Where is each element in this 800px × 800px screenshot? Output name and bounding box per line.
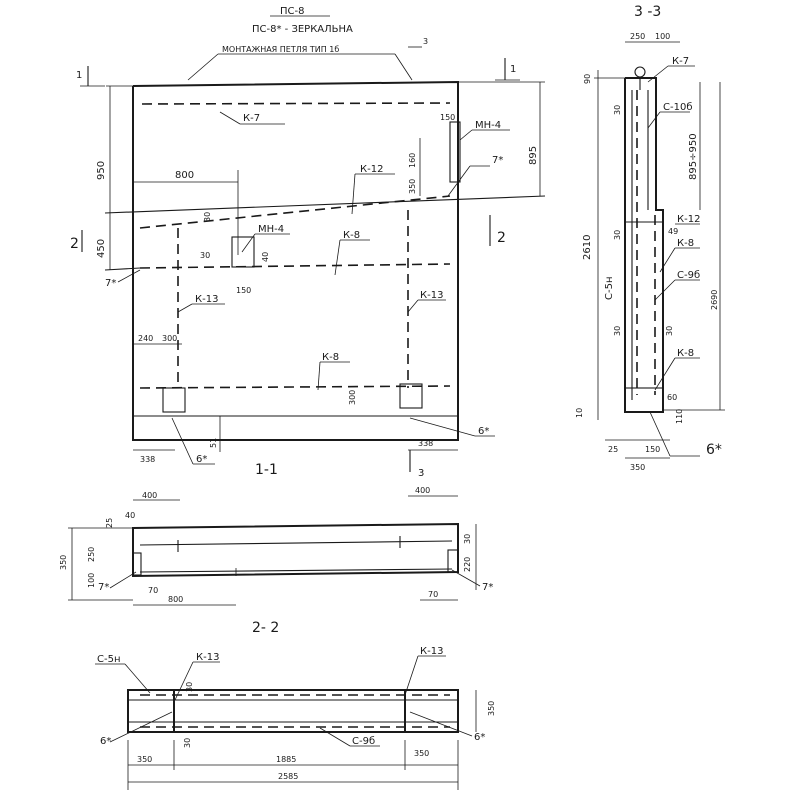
elev-label-six-right: 6* <box>478 426 489 437</box>
s22-label-sev-right: 7* <box>482 582 493 593</box>
plan-label-k13-right: К-13 <box>420 646 443 657</box>
title-mirror: ПС-8* - ЗЕРКАЛЬНА <box>252 24 353 35</box>
s33-label-six: 6* <box>706 442 722 458</box>
s33-label-c10b: С-10б <box>663 102 692 113</box>
plan-dim-350b: 350 <box>414 749 429 758</box>
plan-label-k13-left: К-13 <box>196 652 219 663</box>
elev-dim-40: 40 <box>261 252 270 262</box>
s22-dim-220: 220 <box>463 557 472 572</box>
elev-dim-300b: 300 <box>348 390 357 405</box>
s33-label-k12: К-12 <box>677 214 700 225</box>
elev-dim-51: 51 <box>209 438 218 448</box>
s33-dim-30c: 30 <box>613 326 622 336</box>
elev-label-mn4-left: МН-4 <box>258 224 284 235</box>
cut-2-right: 2 <box>497 230 506 246</box>
s22-label-sev-left: 7* <box>98 582 109 593</box>
s22-dim-25: 25 <box>105 518 114 528</box>
plan-label-c5n: С-5н <box>97 654 121 665</box>
plan-dim-1885: 1885 <box>276 755 296 764</box>
elev-label-k7: К-7 <box>243 113 260 124</box>
section-1-1-title: 1-1 <box>255 462 278 478</box>
cut-3-bottom: 3 <box>418 468 424 479</box>
plan-label-six-left: 6* <box>100 736 111 747</box>
s33-dim-30d: 30 <box>665 326 674 336</box>
s33-dim-895-950: 895÷950 <box>688 133 699 180</box>
elev-dim-30b: 30 <box>200 251 210 260</box>
elev-dim-895: 895 <box>528 146 539 165</box>
plan-dim-2585: 2585 <box>278 772 298 781</box>
title-main: ПС-8 <box>280 6 304 17</box>
cut-1-left: 1 <box>76 70 82 81</box>
elev-label-six-left: 6* <box>196 454 207 465</box>
s22-dim-350: 350 <box>59 555 68 570</box>
elevation-view: К-7 МН-4 7* К-12 МН-4 К-8 7* К-13 К-13 К… <box>96 80 546 465</box>
s22-dim-250: 250 <box>87 547 96 562</box>
elev-dim-150: 150 <box>440 113 455 122</box>
cut-2-left: 2 <box>70 236 79 252</box>
elev-dim-160: 160 <box>408 153 417 168</box>
cut-1-right: 1 <box>510 64 516 75</box>
s22-dim-400a: 400 <box>142 491 157 500</box>
s33-dim-49: 49 <box>668 227 678 236</box>
s33-dim-350: 350 <box>630 463 645 472</box>
s33-dim-150: 150 <box>645 445 660 454</box>
s22-dim-70b: 70 <box>428 590 438 599</box>
elev-dim-338b: 338 <box>418 439 433 448</box>
plan-dim-350v: 350 <box>487 701 496 716</box>
plan-dim-30: 30 <box>185 682 194 692</box>
section-2-2-title: 2- 2 <box>252 620 279 636</box>
elev-label-mn4-right: МН-4 <box>475 120 501 131</box>
elev-dim-240: 240 <box>138 334 153 343</box>
s33-dim-30a: 30 <box>613 105 622 115</box>
elev-dim-350: 350 <box>408 179 417 194</box>
elev-label-k13-right: К-13 <box>420 290 443 301</box>
elev-dim-30a: 30 <box>203 212 212 222</box>
s33-dim-110: 110 <box>675 409 684 424</box>
plan-label-six-right: 6* <box>474 732 485 743</box>
section-2-2: 400 400 25 40 350 250 100 30 220 70 800 … <box>59 486 493 636</box>
s33-label-k8-top: К-8 <box>677 238 694 249</box>
elev-dim-150b: 150 <box>236 286 251 295</box>
elev-label-k8-upper: К-8 <box>343 230 360 241</box>
s22-dim-70a: 70 <box>148 586 158 595</box>
plan-dim-30v: 30 <box>183 738 192 748</box>
title-loop-section: 3 <box>423 37 428 46</box>
s33-dim-2610: 2610 <box>582 235 593 260</box>
elev-label-sev-right: 7* <box>492 155 503 166</box>
plan-view: С-5н К-13 К-13 С-9б 6* 6* 30 30 350 1885… <box>95 646 496 790</box>
s33-dim-10: 10 <box>575 408 584 418</box>
s33-dim-250: 250 <box>630 32 645 41</box>
s33-label-k8-bot: К-8 <box>677 348 694 359</box>
s22-dim-400b: 400 <box>415 486 430 495</box>
s33-dim-30b: 30 <box>613 230 622 240</box>
elev-label-sev-left: 7* <box>105 278 116 289</box>
elev-dim-338a: 338 <box>140 455 155 464</box>
s33-label-k7: К-7 <box>672 56 689 67</box>
title-loop: МОНТАЖНАЯ ПЕТЛЯ ТИП 1б <box>222 45 339 54</box>
s33-dim-100: 100 <box>655 32 670 41</box>
elev-dim-450: 450 <box>96 239 107 258</box>
elev-dim-800: 800 <box>175 170 194 181</box>
s33-dim-25: 25 <box>608 445 618 454</box>
elev-label-k12: К-12 <box>360 164 383 175</box>
elev-dim-300: 300 <box>162 334 177 343</box>
s22-dim-100: 100 <box>87 573 96 588</box>
s22-dim-30: 30 <box>463 534 472 544</box>
plan-dim-350a: 350 <box>137 755 152 764</box>
s22-dim-800: 800 <box>168 595 183 604</box>
elev-label-k8-lower: К-8 <box>322 352 339 363</box>
plan-label-c9b: С-9б <box>352 736 375 747</box>
s33-dim-90: 90 <box>583 74 592 84</box>
section-3-3: 3 -3 250 100 90 2610 10 2690 895÷950 30 … <box>575 4 725 472</box>
s22-dim-40: 40 <box>125 511 135 520</box>
s33-label-c5n: С-5н <box>604 277 615 301</box>
elev-dim-950: 950 <box>96 161 107 180</box>
s33-dim-2690: 2690 <box>710 290 719 310</box>
elev-label-k13-left: К-13 <box>195 294 218 305</box>
section-3-3-title: 3 -3 <box>634 4 661 20</box>
s33-label-c9b: С-9б <box>677 270 700 281</box>
s33-dim-60: 60 <box>667 393 677 402</box>
